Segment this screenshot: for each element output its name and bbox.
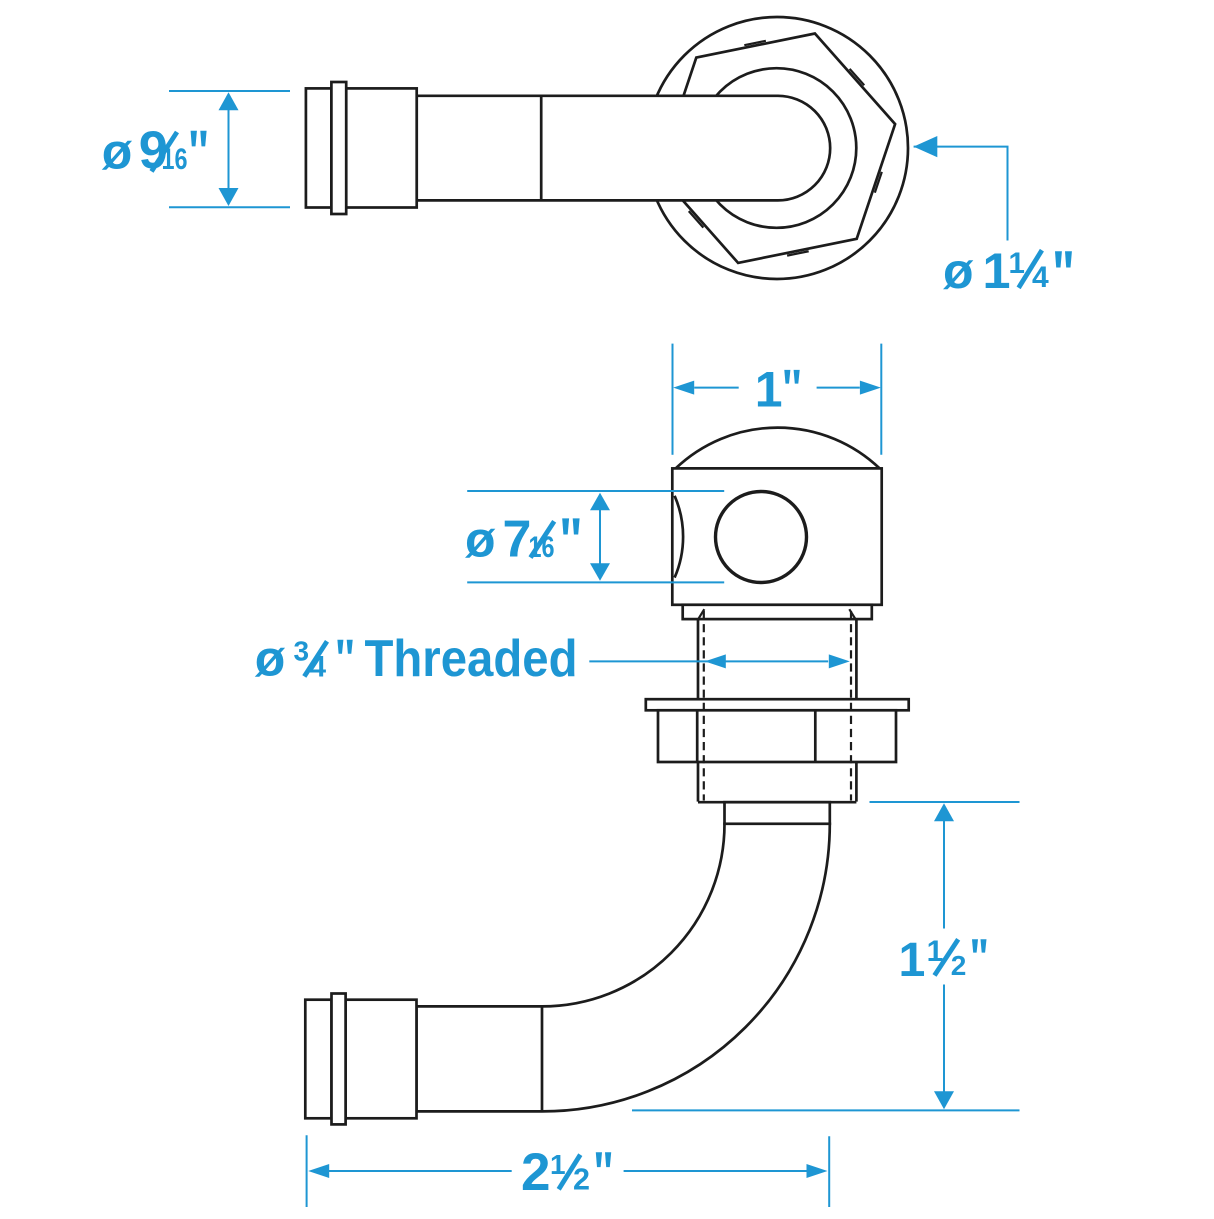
svg-text:ø: ø xyxy=(465,512,496,568)
svg-text:3: 3 xyxy=(294,636,310,667)
svg-text:ø: ø xyxy=(943,243,974,299)
svg-text:4: 4 xyxy=(309,650,326,683)
svg-text:ø: ø xyxy=(102,123,133,179)
svg-text:2: 2 xyxy=(521,1143,550,1202)
svg-text:1: 1 xyxy=(899,933,926,987)
svg-text:1: 1 xyxy=(1009,247,1025,280)
svg-text:1: 1 xyxy=(550,1149,566,1180)
svg-text:1: 1 xyxy=(983,242,1011,299)
svg-text:16: 16 xyxy=(529,531,555,564)
svg-text:16: 16 xyxy=(162,143,188,176)
svg-text:ø: ø xyxy=(255,631,286,687)
svg-text:1: 1 xyxy=(927,935,944,968)
svg-text:2: 2 xyxy=(573,1163,590,1197)
svg-text:4: 4 xyxy=(1032,261,1049,294)
svg-text:Threaded: Threaded xyxy=(365,630,578,688)
svg-text:7: 7 xyxy=(503,510,532,568)
svg-text:1: 1 xyxy=(755,361,783,417)
svg-text:2: 2 xyxy=(951,950,967,981)
